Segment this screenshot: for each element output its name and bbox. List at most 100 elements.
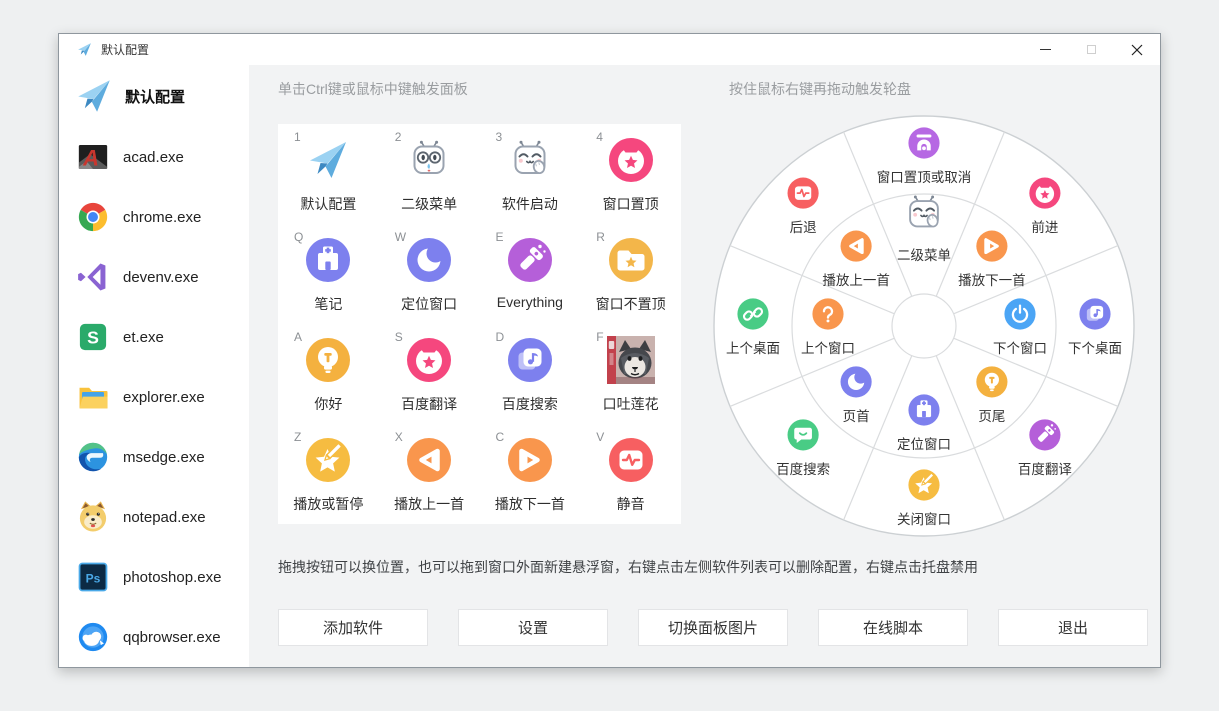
add-software-button[interactable]: 添加软件	[278, 609, 428, 646]
wheel-item-outer-1[interactable]: 前进	[1029, 177, 1061, 236]
app-logo-paper-plane-icon	[76, 41, 93, 58]
sidebar-item-label: explorer.exe	[123, 388, 205, 406]
panel-cell-X[interactable]: X 播放上一首	[379, 424, 480, 524]
panel-cell-F[interactable]: F 口吐莲花	[580, 324, 681, 424]
notepad-doge-icon	[79, 501, 107, 532]
switch-panel-image-button[interactable]: 切换面板图片	[638, 609, 788, 646]
window-title: 默认配置	[101, 43, 150, 57]
sidebar-item-qqbrowser[interactable]: qqbrowser.exe	[59, 607, 249, 667]
hotkey-label: 1	[294, 130, 301, 144]
wheel-item-label: 播放上一首	[822, 273, 890, 288]
star-pencil-icon	[908, 469, 940, 501]
sidebar-item-msedge[interactable]: msedge.exe	[59, 427, 249, 487]
settings-button[interactable]: 设置	[458, 609, 608, 646]
minimize-button[interactable]	[1022, 34, 1068, 65]
wheel-item-outer-2[interactable]: 下个桌面	[1068, 298, 1122, 356]
wheel-item-outer-7[interactable]: 后退	[787, 177, 819, 236]
panel-cell-W[interactable]: W 定位窗口	[379, 224, 480, 324]
shortcut-grid-panel: 1 默认配置 2 二级菜单 3 软件启动 4 窗口置顶 Q 笔记 W 定位窗口 …	[278, 124, 681, 524]
wheel-item-outer-5[interactable]: 百度搜索	[776, 419, 830, 477]
sidebar-item-default-config[interactable]: 默认配置	[59, 65, 249, 127]
hotkey-label: V	[596, 430, 605, 444]
wheel-item-outer-0[interactable]: 窗口置顶或取消	[877, 127, 972, 185]
panel-cell-1[interactable]: 1 默认配置	[278, 124, 379, 224]
sidebar-item-chrome[interactable]: chrome.exe	[59, 187, 249, 247]
wheel-item-outer-4[interactable]: 关闭窗口	[897, 469, 951, 527]
badge-star-icon	[407, 338, 452, 382]
sidebar-item-devenv[interactable]: devenv.exe	[59, 247, 249, 307]
panel-cell-4[interactable]: 4 窗口置顶	[580, 124, 681, 224]
cell-label: 百度搜索	[501, 396, 558, 412]
cell-label: 窗口置顶	[602, 196, 659, 212]
sidebar-item-notepad-doge[interactable]: notepad.exe	[59, 487, 249, 547]
hotkey-label: S	[394, 330, 403, 344]
cell-label: 默认配置	[300, 196, 357, 212]
sidebar-item-et[interactable]: S et.exe	[59, 307, 249, 367]
minimize-icon	[1039, 49, 1051, 50]
panel-cell-S[interactable]: S 百度翻译	[379, 324, 480, 424]
footer-buttons: 添加软件设置切换面板图片在线脚本退出	[278, 609, 1148, 646]
wheel-item-inner-6[interactable]: 上个窗口	[801, 298, 855, 356]
wheel-item-outer-3[interactable]: 百度翻译	[1018, 419, 1072, 477]
panel-cell-V[interactable]: V 静音	[580, 424, 681, 524]
sidebar-item-photoshop[interactable]: Ps photoshop.exe	[59, 547, 249, 607]
pulse-icon	[608, 438, 653, 482]
svg-text:S: S	[87, 328, 99, 348]
wheel-item-inner-2[interactable]: 下个窗口	[993, 298, 1047, 356]
wheel-item-label: 下个桌面	[1068, 341, 1122, 356]
moon-icon	[407, 238, 452, 282]
wheel-divider	[935, 131, 1005, 297]
wheel-item-inner-1[interactable]: 播放下一首	[958, 230, 1026, 289]
wheel-item-label: 百度搜索	[776, 462, 830, 477]
hotkey-label: R	[596, 230, 605, 244]
maximize-button[interactable]	[1068, 34, 1114, 65]
wheel-item-inner-7[interactable]: 播放上一首	[822, 230, 890, 289]
chrome-icon	[78, 202, 108, 232]
sidebar-header-label: 默认配置	[125, 88, 186, 106]
panel-cell-2[interactable]: 2 二级菜单	[379, 124, 480, 224]
sidebar-item-label: msedge.exe	[123, 448, 205, 466]
wheel-item-inner-0[interactable]: 二级菜单	[897, 195, 951, 263]
sidebar-item-label: devenv.exe	[123, 268, 199, 286]
wheel-menu[interactable]: 窗口置顶或取消前进下个桌面百度翻译关闭窗口 百度搜索 上个桌面 后退 二级菜单播放下一首…	[709, 111, 1139, 546]
cell-label: 播放下一首	[494, 496, 565, 512]
sidebar-item-label: photoshop.exe	[123, 568, 222, 586]
cell-label: 窗口不置顶	[595, 296, 666, 312]
close-button[interactable]	[1114, 34, 1160, 65]
building-icon	[908, 394, 940, 426]
wheel-item-inner-5[interactable]: 页首	[840, 366, 872, 424]
wheel-item-label: 上个窗口	[801, 340, 855, 356]
panel-cell-Q[interactable]: Q 笔记	[278, 224, 379, 324]
panel-cell-A[interactable]: A 你好	[278, 324, 379, 424]
wheel-center-circle	[891, 293, 957, 359]
paper-plane-icon	[78, 80, 110, 112]
titlebar[interactable]: 默认配置	[59, 34, 1160, 65]
wheel-item-label: 前进	[1031, 219, 1059, 235]
wheel-item-outer-6[interactable]: 上个桌面	[726, 298, 780, 356]
panel-cell-D[interactable]: D 百度搜索	[480, 324, 581, 424]
sidebar-item-label: qqbrowser.exe	[123, 628, 221, 646]
sidebar-item-explorer[interactable]: explorer.exe	[59, 367, 249, 427]
photoshop-icon: Ps	[78, 562, 108, 592]
wheel-item-inner-4[interactable]: 定位窗口	[897, 394, 951, 452]
sidebar-item-acad[interactable]: A acad.exe	[59, 127, 249, 187]
exit-button[interactable]: 退出	[998, 609, 1148, 646]
panel-cell-3[interactable]: 3 软件启动	[480, 124, 581, 224]
cell-label: 你好	[314, 396, 343, 412]
svg-text:A: A	[82, 146, 99, 171]
skip-next-icon	[976, 230, 1008, 262]
wheel-item-inner-3[interactable]: 页尾	[976, 366, 1008, 424]
wheel-item-label: 定位窗口	[897, 436, 951, 452]
panel-cell-Z[interactable]: Z 播放或暂停	[278, 424, 379, 524]
power-icon	[1004, 298, 1036, 330]
online-script-button[interactable]: 在线脚本	[818, 609, 968, 646]
panel-cell-C[interactable]: C 播放下一首	[480, 424, 581, 524]
et-icon: S	[79, 323, 107, 351]
skip-prev-icon	[840, 230, 872, 262]
cell-label: 播放上一首	[394, 496, 465, 512]
cell-label: 静音	[616, 496, 645, 512]
acad-icon: A	[78, 144, 108, 171]
panel-cell-R[interactable]: R 窗口不置顶	[580, 224, 681, 324]
panel-cell-E[interactable]: E Everything	[480, 224, 581, 324]
bulb-icon	[976, 366, 1008, 398]
